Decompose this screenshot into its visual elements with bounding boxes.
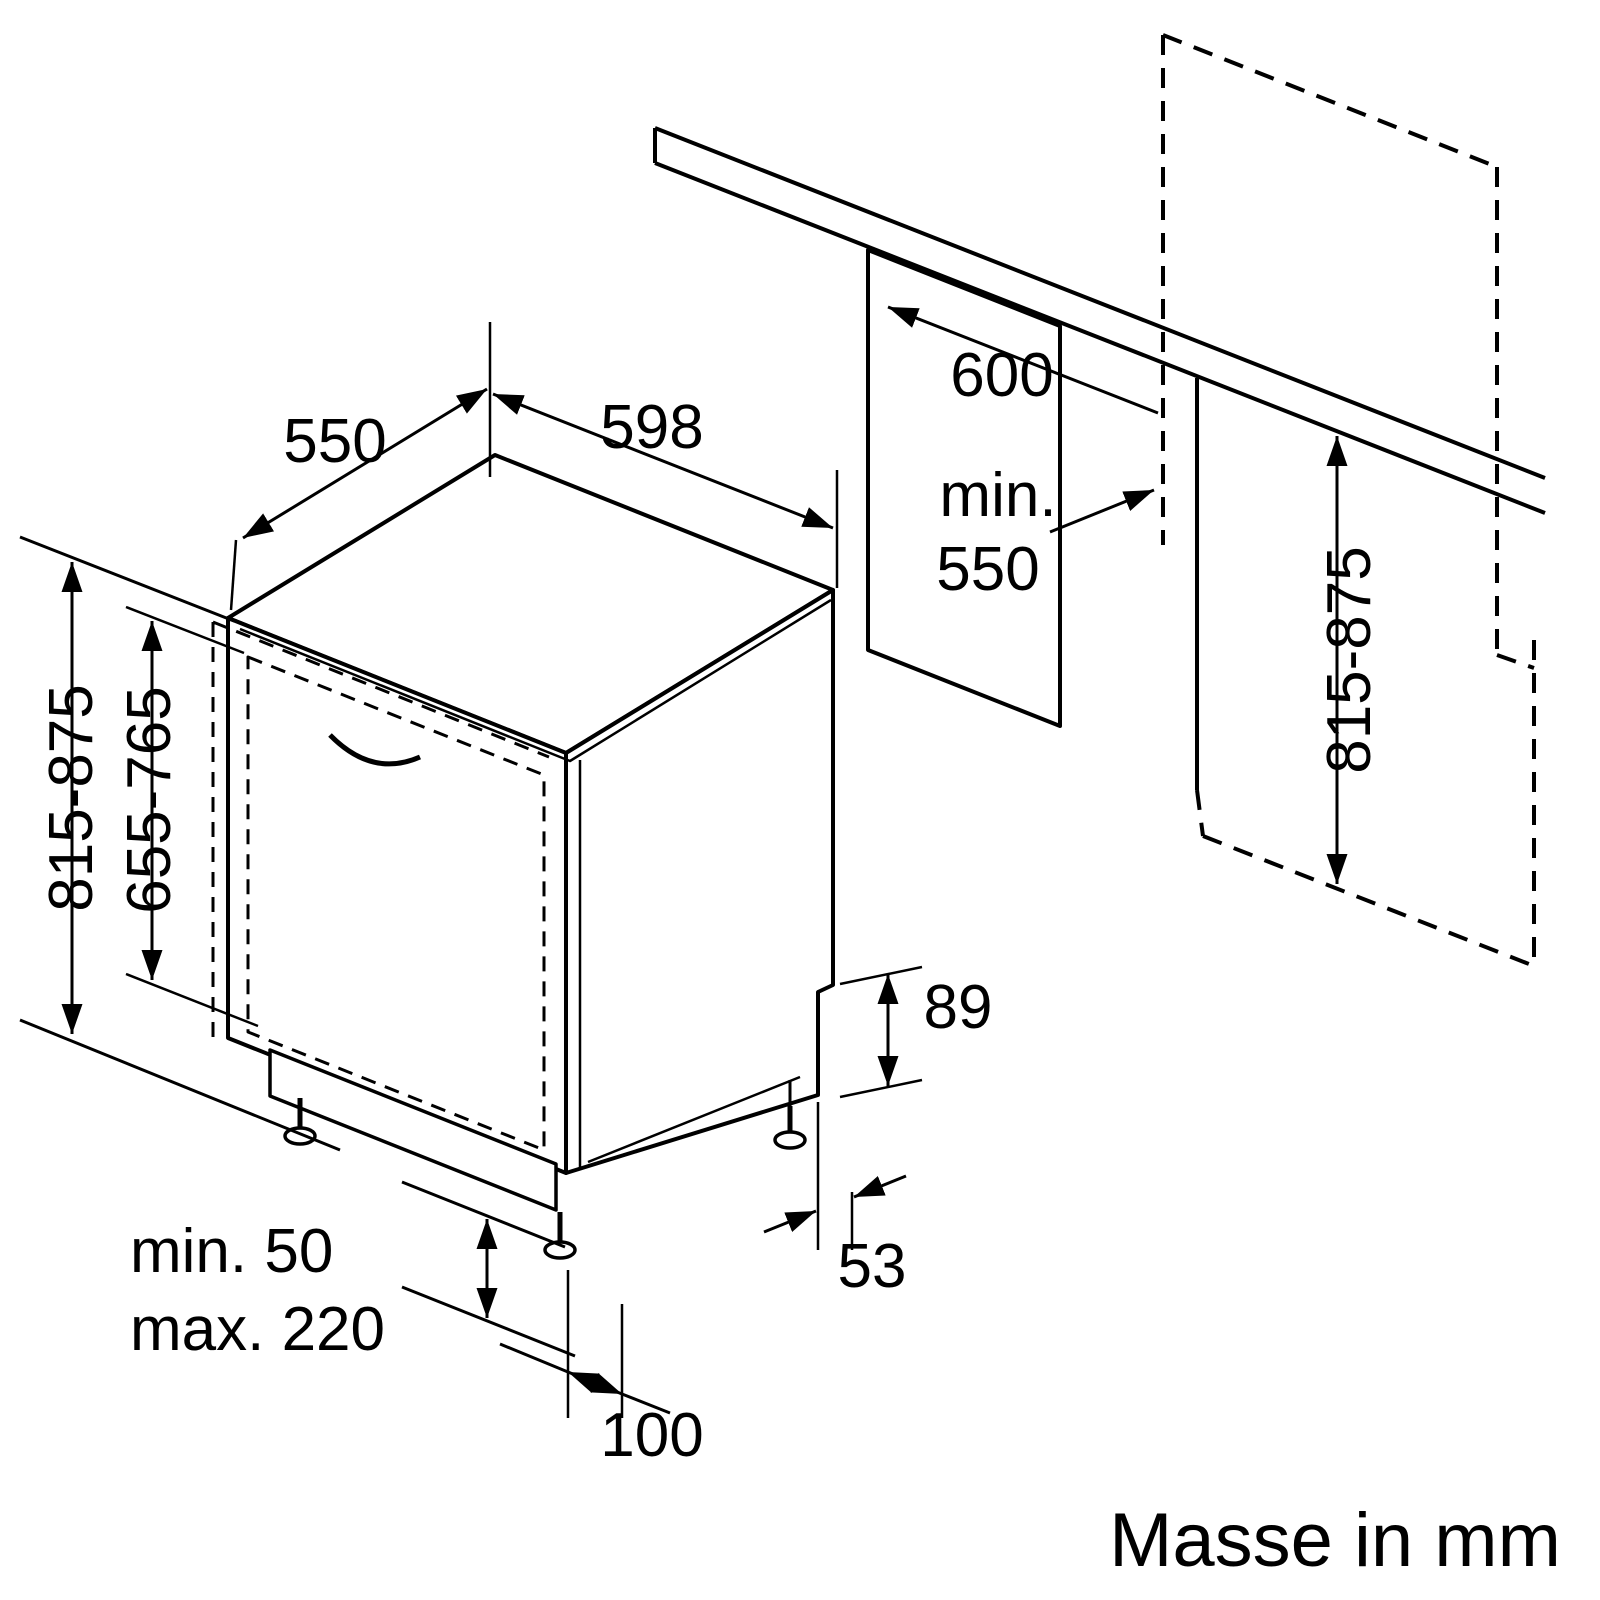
- rear-recess-label: 89: [924, 973, 993, 1042]
- niche-min-word-label: min.: [939, 461, 1056, 530]
- dimension-overall-height-left: 815-875: [19, 535, 341, 1152]
- rear-offset-arrow-left: [763, 1209, 817, 1234]
- worktop-bottom-edge: [654, 161, 1546, 515]
- dimension-niche-min-550: min. 550: [936, 461, 1155, 604]
- rear-offset-label: 53: [838, 1232, 907, 1301]
- foot-offset-arrow: [567, 1370, 623, 1396]
- floor-line: [19, 1018, 341, 1152]
- dimension-door-height: 655-765: [115, 605, 259, 1028]
- niche-depth-arrow: [887, 305, 1159, 415]
- dimension-plinth-clearance: min. 50 max. 220: [130, 1180, 576, 1364]
- depth-label: 550: [283, 407, 386, 476]
- overall-height-label: 815-875: [37, 684, 106, 912]
- top-face-inner-edges: [239, 598, 832, 763]
- dimension-niche-height: 815-875: [1315, 436, 1384, 884]
- niche-side-panel: [866, 248, 1062, 728]
- door-handle: [328, 733, 422, 767]
- foot-offset-tail-right: [621, 1392, 671, 1415]
- door-panel-dashed: [246, 655, 546, 1152]
- extension-line-left: [229, 539, 238, 611]
- right-face: [564, 588, 835, 1175]
- extension-line-recess-top: [839, 965, 923, 986]
- niche-hidden-floor: [1202, 834, 1535, 968]
- door-height-label: 655-765: [115, 686, 184, 914]
- extension-line-plinth-top: [401, 1180, 566, 1249]
- dimension-width-598: 598: [492, 392, 839, 588]
- extension-line-door-top: [125, 605, 245, 655]
- width-arrow: [492, 392, 834, 530]
- plinth-max-label: max. 220: [130, 1295, 385, 1364]
- dimension-depth-550: 550: [229, 322, 492, 611]
- rear-foot-base: [773, 1130, 807, 1150]
- foot-offset-tail-left: [499, 1342, 569, 1374]
- niche-min-depth-arrow: [1049, 488, 1155, 534]
- rear-offset-arrow-right: [853, 1174, 907, 1199]
- extension-line-recess-bottom: [839, 1078, 923, 1099]
- niche-hidden-edge-top: [1162, 33, 1498, 169]
- niche-height-label: 815-875: [1315, 546, 1384, 774]
- units-caption: Masse in mm: [1109, 1498, 1561, 1583]
- front-right-foot-base: [543, 1240, 577, 1260]
- worktop-top-edge: [654, 126, 1546, 480]
- door-slab-dashed: [211, 620, 550, 1043]
- niche-right-cheek-stub: [1195, 789, 1205, 837]
- dimension-rear-foot-offset-53: 53: [763, 1102, 907, 1301]
- width-label: 598: [600, 393, 703, 462]
- plinth-band: [268, 1048, 558, 1212]
- foot-offset-label: 100: [600, 1401, 703, 1470]
- niche-depth-label: 600: [950, 341, 1053, 410]
- niche-min-depth-label: 550: [936, 535, 1039, 604]
- extension-line-plinth-bottom: [401, 1285, 576, 1358]
- depth-arrow: [242, 387, 488, 540]
- niche-hidden-corner: [1496, 653, 1535, 670]
- dimension-front-foot-offset-100: 100: [499, 1270, 704, 1470]
- base-inset-line: [587, 1075, 801, 1164]
- dishwasher-body: [211, 453, 835, 1212]
- plinth-min-label: min. 50: [130, 1217, 333, 1286]
- extension-line-top: [19, 535, 235, 623]
- dimension-niche-depth-600: 600: [887, 305, 1159, 415]
- dimension-rear-recess-89: 89: [839, 965, 993, 1099]
- niche-drawing: [653, 33, 1546, 968]
- extension-line-door-bottom: [125, 972, 259, 1028]
